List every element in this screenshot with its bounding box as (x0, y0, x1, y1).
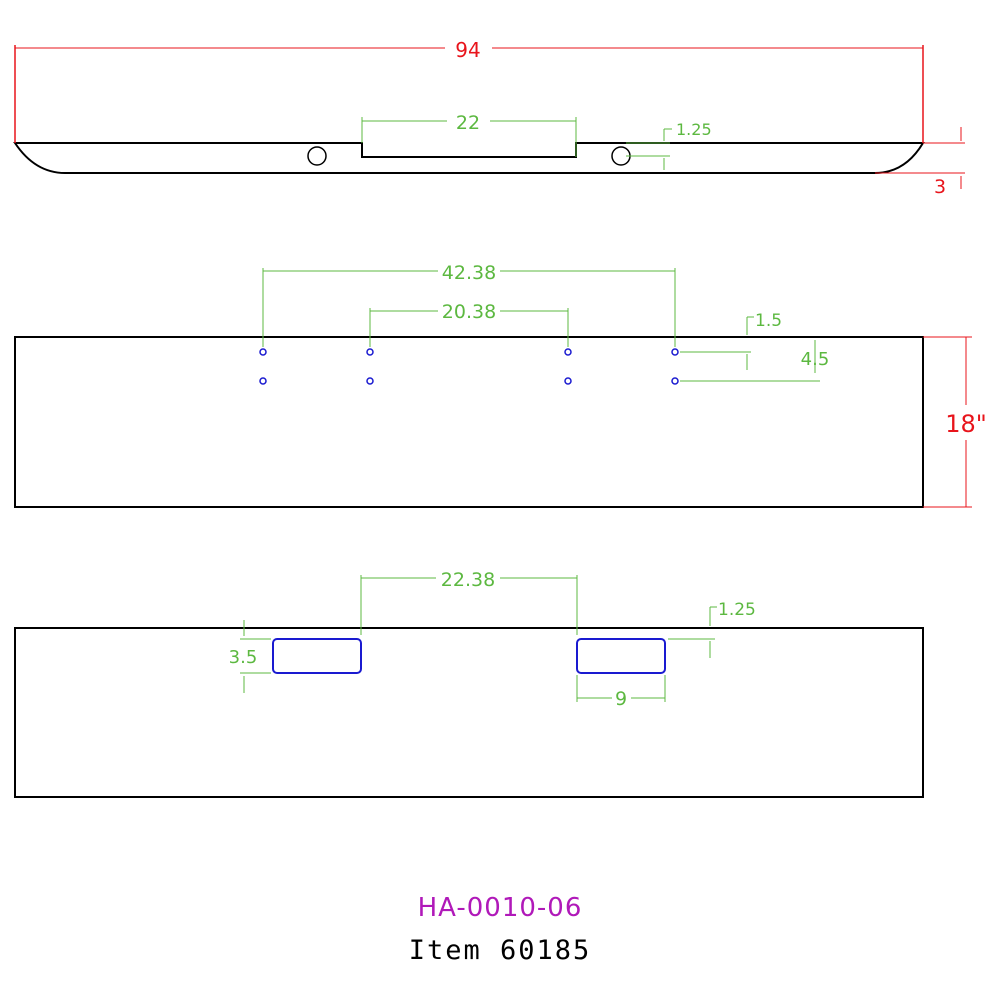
hole-inner-right-upper (564, 348, 572, 356)
end-radius-label: 3 (934, 176, 946, 198)
hole-row-spacing-label: 4.5 (801, 349, 830, 370)
slot-height-label: 3.5 (229, 647, 258, 668)
bumper-back-face (14, 627, 924, 798)
slot-left (272, 638, 362, 674)
notch-width-dimension: 22 (361, 112, 577, 157)
hole-outer-left-upper (259, 348, 267, 356)
overall-length-label: 94 (455, 38, 480, 62)
hole-inner-right-lower (564, 377, 572, 385)
hole-top-offset-dimension: 1.5 (680, 311, 782, 370)
slot-top-offset-label: 1.25 (718, 600, 756, 620)
top-view: 94 3 22 1.25 (13, 38, 965, 198)
item-number: 60185 (500, 935, 592, 966)
item-label: Item (408, 935, 482, 966)
hole-inner-left-upper (366, 348, 374, 356)
notch-depth-dimension: 1.25 (626, 120, 712, 170)
height-dimension: 18" (923, 336, 987, 508)
mounting-hole-left (307, 146, 327, 166)
slot-height-dimension: 3.5 (229, 620, 271, 693)
hole-row-spacing-dimension: 4.5 (680, 340, 830, 382)
slot-top-offset-dimension: 1.25 (668, 600, 756, 658)
slot-width-dimension: 9 (576, 675, 666, 710)
part-number: HA-0010-06 (417, 893, 583, 923)
inner-hole-spacing-dimension: 20.38 (369, 301, 569, 347)
hole-top-offset-label: 1.5 (755, 311, 782, 331)
height-label: 18" (945, 410, 987, 438)
end-radius-dimension: 3 (875, 127, 965, 198)
hole-inner-left-lower (366, 377, 374, 385)
hole-outer-right-lower (671, 377, 679, 385)
hole-outer-right-upper (671, 348, 679, 356)
hole-outer-left-lower (259, 377, 267, 385)
slot-spacing-dimension: 22.38 (360, 569, 578, 635)
slot-width-label: 9 (615, 688, 627, 710)
inner-hole-spacing-label: 20.38 (442, 301, 496, 323)
mounting-holes (259, 348, 679, 385)
bumper-top-outline (13, 142, 925, 174)
notch-depth-label: 1.25 (676, 120, 712, 139)
outer-hole-spacing-dimension: 42.38 (262, 262, 676, 347)
notch-width-label: 22 (456, 112, 480, 134)
slot-right (576, 638, 666, 674)
outer-hole-spacing-label: 42.38 (442, 262, 496, 284)
bumper-front-face (14, 336, 924, 508)
front-view: 42.38 20.38 1.5 4.5 (14, 262, 987, 508)
slot-spacing-label: 22.38 (441, 569, 495, 591)
item-line: Item 60185 (0, 935, 1000, 966)
back-view: 22.38 1.25 3.5 9 (14, 569, 924, 798)
overall-length-dimension: 94 (14, 38, 924, 143)
